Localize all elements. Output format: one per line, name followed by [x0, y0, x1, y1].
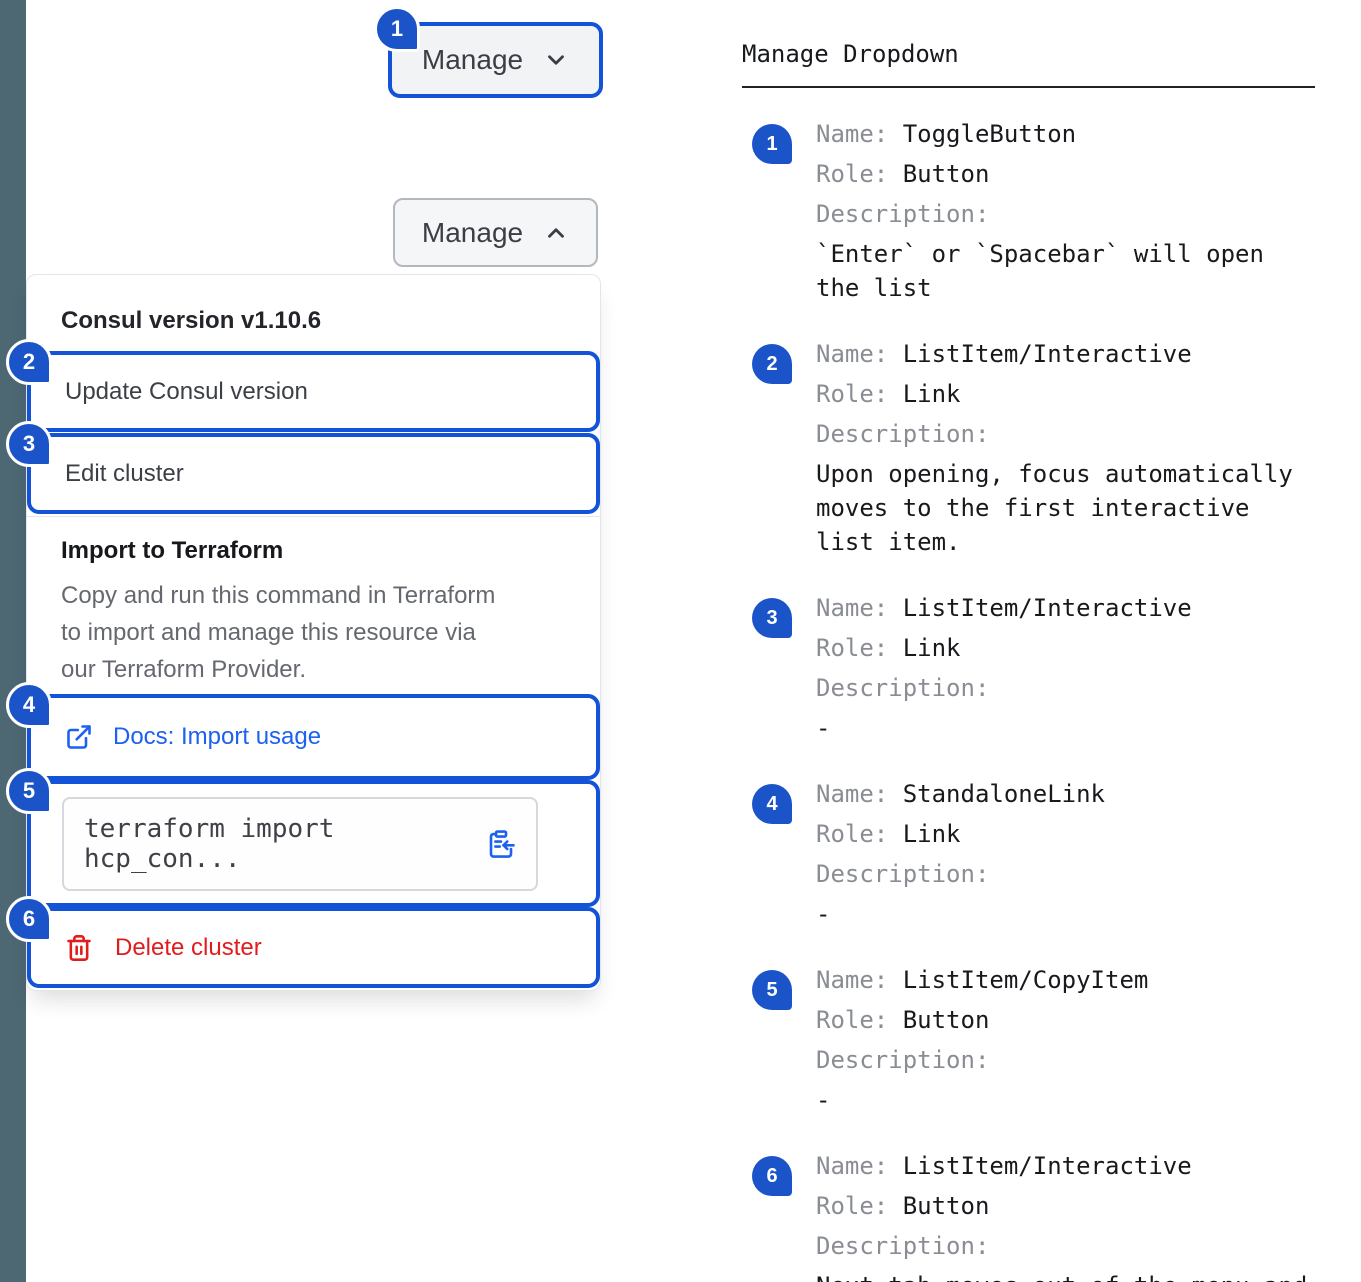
description-label: Description:	[816, 1046, 990, 1074]
import-section-description: Copy and run this command in Terraform t…	[61, 582, 496, 683]
annotation-badge-4: 4	[6, 682, 52, 728]
manage-dropdown-menu: Consul version v1.10.6 Update Consul ver…	[26, 274, 601, 991]
delete-cluster-button[interactable]: Delete cluster	[27, 907, 600, 988]
description-text: `Enter` or `Spacebar` will open the list	[816, 240, 1264, 302]
description-label: Description:	[816, 674, 990, 702]
spec-badge-4: 4	[752, 784, 792, 824]
name-line: Name: ListItem/Interactive	[816, 594, 1192, 622]
role-line: Role: Button	[816, 1006, 990, 1034]
menu-item-update-consul-version[interactable]: Update Consul version	[27, 351, 600, 432]
menu-item-label: Edit cluster	[65, 459, 184, 487]
spec-row-4: 4 Name: StandaloneLink Role: Link Descri…	[742, 774, 1317, 931]
chevron-up-icon	[548, 227, 565, 238]
spec-row-1: 1 Name: ToggleButton Role: Button Descri…	[742, 114, 1317, 305]
spec-badge-6: 6	[752, 1156, 792, 1196]
spec-row-6: 6 Name: ListItem/Interactive Role: Butto…	[742, 1146, 1317, 1282]
description-text: -	[816, 714, 831, 742]
annotation-badge-1: 1	[374, 6, 420, 52]
menu-item-label: Update Consul version	[65, 377, 308, 405]
manage-toggle-button-collapsed[interactable]: Manage	[388, 22, 603, 98]
annotation-badge-5: 5	[6, 768, 52, 814]
left-edge-panel	[0, 0, 26, 1282]
manage-button-label: Manage	[421, 44, 524, 75]
role-line: Role: Button	[816, 1192, 990, 1220]
spec-title-rule	[742, 86, 1315, 88]
spec-badge-3: 3	[752, 598, 792, 638]
docs-import-usage-link[interactable]: Docs: Import usage	[27, 694, 600, 780]
name-line: Name: ListItem/Interactive	[816, 340, 1192, 368]
annotation-badge-2: 2	[6, 339, 52, 385]
spec-badge-5: 5	[752, 970, 792, 1010]
terraform-command-text: terraform import hcp_con...	[84, 813, 335, 874]
name-line: Name: ToggleButton	[816, 120, 1077, 148]
annotation-badge-3: 3	[6, 421, 52, 467]
role-line: Role: Link	[816, 820, 961, 848]
spec-row-2: 2 Name: ListItem/Interactive Role: Link …	[742, 334, 1317, 559]
menu-divider	[27, 516, 600, 517]
name-line: Name: ListItem/Interactive	[816, 1152, 1192, 1180]
role-line: Role: Link	[816, 380, 961, 408]
spec-rows: 1 Name: ToggleButton Role: Button Descri…	[742, 114, 1317, 1282]
spec-title: Manage Dropdown	[742, 40, 959, 68]
role-line: Role: Button	[816, 160, 990, 188]
trash-icon	[67, 934, 91, 961]
spec-panel: Manage Dropdown 1 Name: ToggleButton Rol…	[742, 40, 1317, 1282]
spec-badge-2: 2	[752, 344, 792, 384]
description-label: Description:	[816, 200, 990, 228]
chevron-down-icon	[548, 55, 565, 65]
clipboard-copy-icon[interactable]	[486, 829, 516, 859]
name-line: Name: StandaloneLink	[816, 780, 1105, 808]
docs-link-label: Docs: Import usage	[113, 723, 322, 750]
description-text: Upon opening, focus automatically moves …	[816, 460, 1293, 556]
description-label: Description:	[816, 420, 990, 448]
menu-item-edit-cluster[interactable]: Edit cluster	[27, 433, 600, 514]
spec-row-5: 5 Name: ListItem/CopyItem Role: Button D…	[742, 960, 1317, 1117]
manage-button-label: Manage	[421, 216, 524, 248]
consul-version-header: Consul version v1.10.6	[61, 307, 322, 334]
description-text: -	[816, 900, 831, 928]
role-line: Role: Link	[816, 634, 961, 662]
import-section-title: Import to Terraform	[61, 537, 284, 564]
description-text: -	[816, 1086, 831, 1114]
terraform-command-codebox[interactable]: terraform import hcp_con...	[62, 796, 538, 891]
annotation-badge-6: 6	[6, 896, 52, 942]
copy-command-item[interactable]: terraform import hcp_con...	[27, 780, 600, 907]
description-text: Next tab moves out of the menu and to th…	[816, 1269, 1316, 1282]
description-label: Description:	[816, 1232, 990, 1260]
description-label: Description:	[816, 860, 990, 888]
name-line: Name: ListItem/CopyItem	[816, 966, 1149, 994]
delete-cluster-label: Delete cluster	[115, 933, 262, 961]
external-link-icon	[67, 725, 91, 749]
spec-row-3: 3 Name: ListItem/Interactive Role: Link …	[742, 588, 1317, 745]
manage-toggle-button-expanded[interactable]: Manage	[393, 198, 598, 267]
spec-badge-1: 1	[752, 124, 792, 164]
